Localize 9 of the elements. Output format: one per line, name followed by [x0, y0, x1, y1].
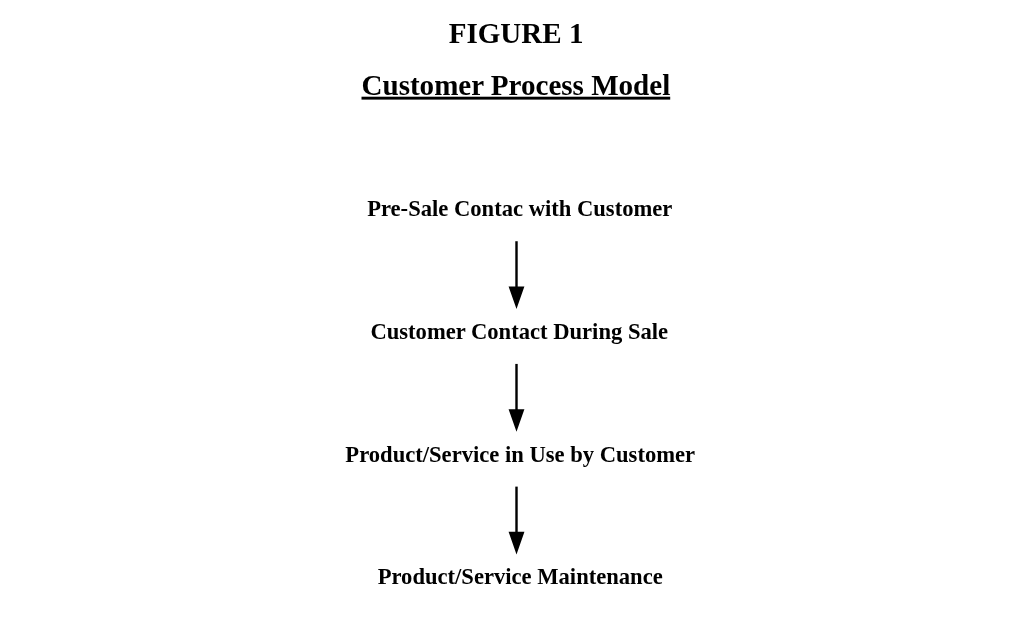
node-text: Product/Service Maintenance — [377, 564, 663, 590]
arrow — [508, 363, 524, 432]
arrow — [508, 486, 524, 555]
node-text: Pre-Sale Contac with Customer — [366, 196, 672, 222]
label: Customer Process Model — [361, 68, 670, 101]
node-text: Product/Service in Use by Customer — [344, 441, 695, 467]
node-text: Customer Contact During Sale — [369, 318, 668, 344]
diagram-title: FIGURE 1 — [448, 17, 583, 50]
arrow — [508, 241, 524, 310]
